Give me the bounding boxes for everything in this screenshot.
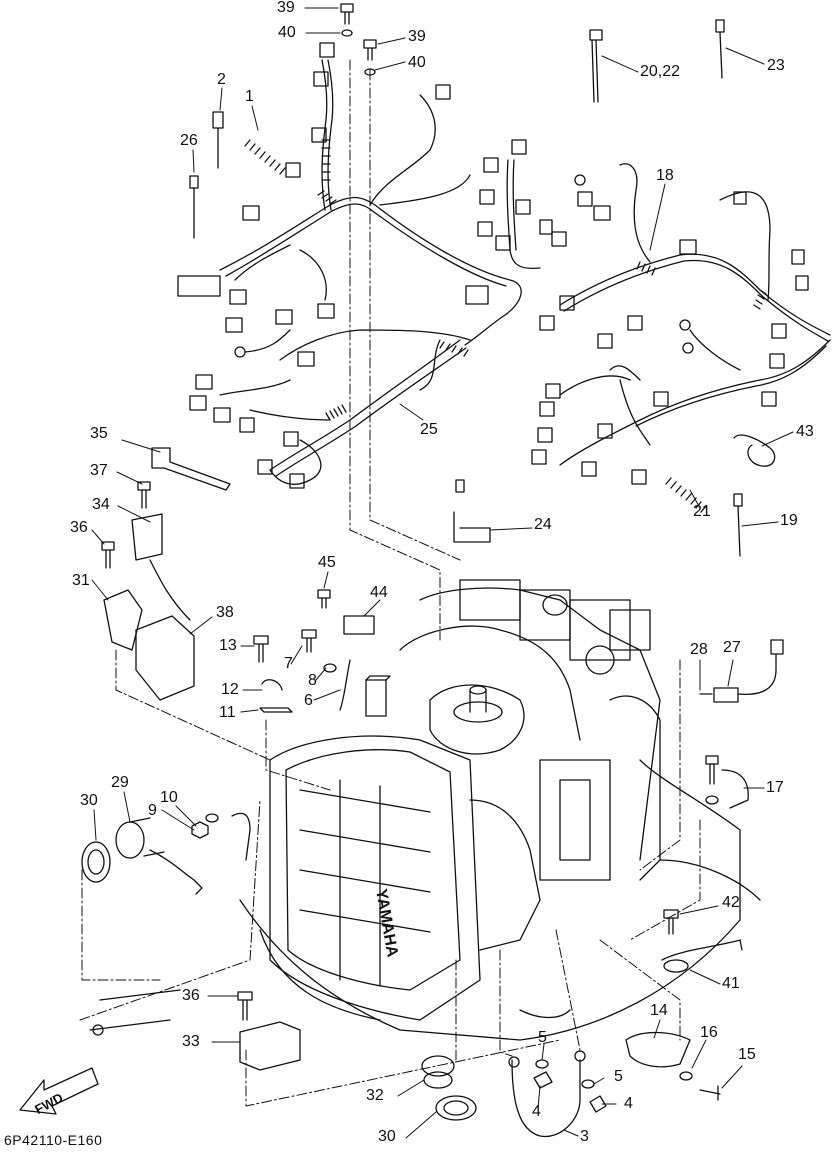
callout-21: 21 (693, 503, 711, 520)
callout-1: 1 (245, 88, 254, 105)
callout-33: 33 (182, 1033, 200, 1050)
callout-30: 30 (80, 792, 98, 809)
callout-39: 39 (408, 28, 426, 45)
wire-harness-main (177, 42, 522, 489)
diagram-code: 6P42110-E160 (4, 1132, 103, 1148)
wire-harness-sub (477, 139, 567, 270)
lower-parts (81, 589, 784, 1138)
callout-2: 2 (217, 71, 226, 88)
left-bracket-group (101, 447, 231, 701)
callout-36: 36 (182, 987, 200, 1004)
callout-37: 37 (90, 462, 108, 479)
callout-26: 26 (180, 132, 198, 149)
callout-39: 39 (277, 0, 295, 16)
callout-24: 24 (534, 516, 552, 533)
fwd-arrow-icon (19, 1067, 99, 1115)
callout-14: 14 (650, 1002, 668, 1019)
callout-3: 3 (580, 1128, 589, 1145)
callout-11: 11 (219, 704, 236, 721)
callout-6: 6 (304, 692, 313, 709)
callout-41: 41 (722, 975, 740, 992)
callout-12: 12 (221, 681, 239, 698)
wire-harness-right (531, 163, 831, 485)
callout-34: 34 (92, 496, 110, 513)
callout-32: 32 (366, 1087, 384, 1104)
callout-5: 5 (538, 1029, 547, 1046)
callout-40: 40 (408, 54, 426, 71)
callout-45: 45 (318, 554, 336, 571)
small-parts-top (189, 3, 776, 557)
callout-25: 25 (420, 421, 438, 438)
callout-35: 35 (90, 425, 108, 442)
callout-44: 44 (370, 584, 388, 601)
callout-9: 9 (148, 802, 157, 819)
callout-7: 7 (284, 655, 293, 672)
callout-36: 36 (70, 519, 88, 536)
callout-10: 10 (160, 789, 178, 806)
callout-31: 31 (72, 572, 90, 589)
callout-16: 16 (700, 1024, 718, 1041)
engine-block: YAMAHA (239, 579, 761, 1041)
callout-29: 29 (111, 774, 129, 791)
callout-17: 17 (766, 779, 784, 796)
callout-19: 19 (780, 512, 798, 529)
callout-13: 13 (219, 637, 237, 654)
callout-43: 43 (796, 423, 814, 440)
callout-42: 42 (722, 894, 740, 911)
callout-23: 23 (767, 57, 785, 74)
callout-20-22: 20,22 (640, 63, 681, 80)
callout-8: 8 (308, 672, 317, 689)
callout-4: 4 (624, 1095, 633, 1112)
callout-27: 27 (723, 639, 741, 656)
callout-28: 28 (690, 641, 708, 658)
callout-30: 30 (378, 1128, 396, 1145)
callout-18: 18 (656, 167, 674, 184)
leader-lines (79, 7, 794, 1139)
callout-5: 5 (614, 1068, 623, 1085)
callout-40: 40 (278, 24, 296, 41)
callout-15: 15 (738, 1046, 756, 1063)
callout-38: 38 (216, 604, 234, 621)
callout-4: 4 (532, 1103, 541, 1120)
